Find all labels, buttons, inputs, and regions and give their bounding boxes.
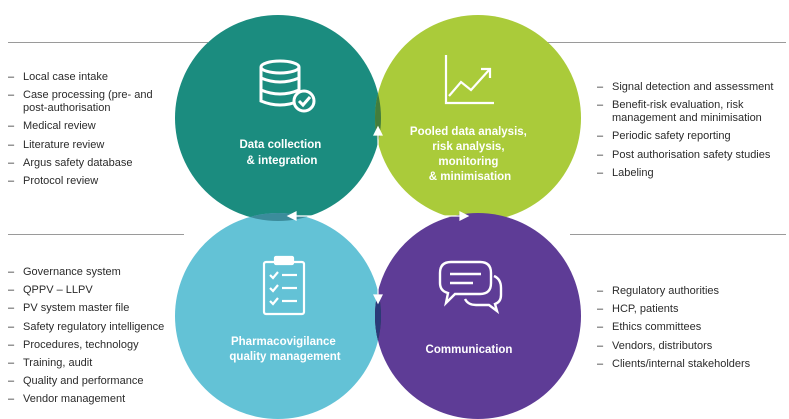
list-item: Case processing (pre- and post-authorisa… [8, 89, 168, 115]
list-item: Vendor management [8, 390, 183, 408]
list-item: Governance system [8, 263, 183, 281]
list-item: Literature review [8, 136, 168, 154]
list-quality-management: Governance system QPPV – LLPV PV system … [8, 263, 183, 409]
circle-pooled-analysis [375, 15, 581, 221]
label-line: Pharmacovigilance [231, 336, 336, 348]
list-item: Signal detection and assessment [597, 78, 785, 96]
label-line: Pooled data analysis, [410, 126, 527, 138]
list-item: Protocol review [8, 172, 168, 190]
chat-bubbles-icon [438, 260, 503, 315]
top-right-rule [540, 42, 786, 43]
list-item: Benefit-risk evaluation, risk management… [597, 99, 785, 125]
clipboard-checklist-icon [262, 255, 306, 316]
label-line: & minimisation [429, 171, 511, 183]
label-communication: Communication [426, 344, 513, 356]
list-item: Vendors, distributors [597, 337, 785, 355]
circle-data-collection [175, 15, 381, 221]
label-line: monitoring [438, 156, 498, 168]
label-line: Communication [426, 344, 513, 356]
label-line: quality management [229, 351, 340, 363]
list-item: Regulatory authorities [597, 282, 785, 300]
label-line: Data collection [239, 139, 321, 151]
circle-quality-management [175, 213, 381, 419]
list-item: Periodic safety reporting [597, 127, 785, 145]
list-item: PV system master file [8, 299, 183, 317]
list-item: Procedures, technology [8, 336, 183, 354]
label-data-collection: Data collection & integration [239, 139, 324, 167]
list-item: QPPV – LLPV [8, 281, 183, 299]
middle-right-rule [570, 234, 786, 235]
list-pooled-analysis: Signal detection and assessment Benefit-… [597, 78, 785, 182]
list-item: Training, audit [8, 354, 183, 372]
database-check-icon [259, 59, 316, 113]
top-left-rule [8, 42, 208, 43]
list-item: Medical review [8, 117, 168, 135]
line-chart-icon [444, 55, 494, 105]
label-pooled-analysis: Pooled data analysis, risk analysis, mon… [410, 126, 530, 183]
cross-arrows [286, 125, 470, 305]
list-item: Local case intake [8, 68, 168, 86]
middle-left-rule [8, 234, 184, 235]
list-item: Quality and performance [8, 372, 183, 390]
list-item: Safety regulatory intelligence [8, 318, 183, 336]
label-line: & integration [247, 155, 318, 167]
list-item: Argus safety database [8, 154, 168, 172]
list-data-collection: Local case intake Case processing (pre- … [8, 68, 168, 190]
list-communication: Regulatory authorities HCP, patients Eth… [597, 282, 785, 373]
list-item: Labeling [597, 164, 785, 182]
label-line: risk analysis, [432, 141, 504, 153]
list-item: Ethics committees [597, 318, 785, 336]
list-item: Clients/internal stakeholders [597, 355, 785, 373]
circle-communication [375, 213, 581, 419]
list-item: Post authorisation safety studies [597, 146, 785, 164]
list-item: HCP, patients [597, 300, 785, 318]
label-quality-management: Pharmacovigilance quality management [229, 336, 340, 363]
